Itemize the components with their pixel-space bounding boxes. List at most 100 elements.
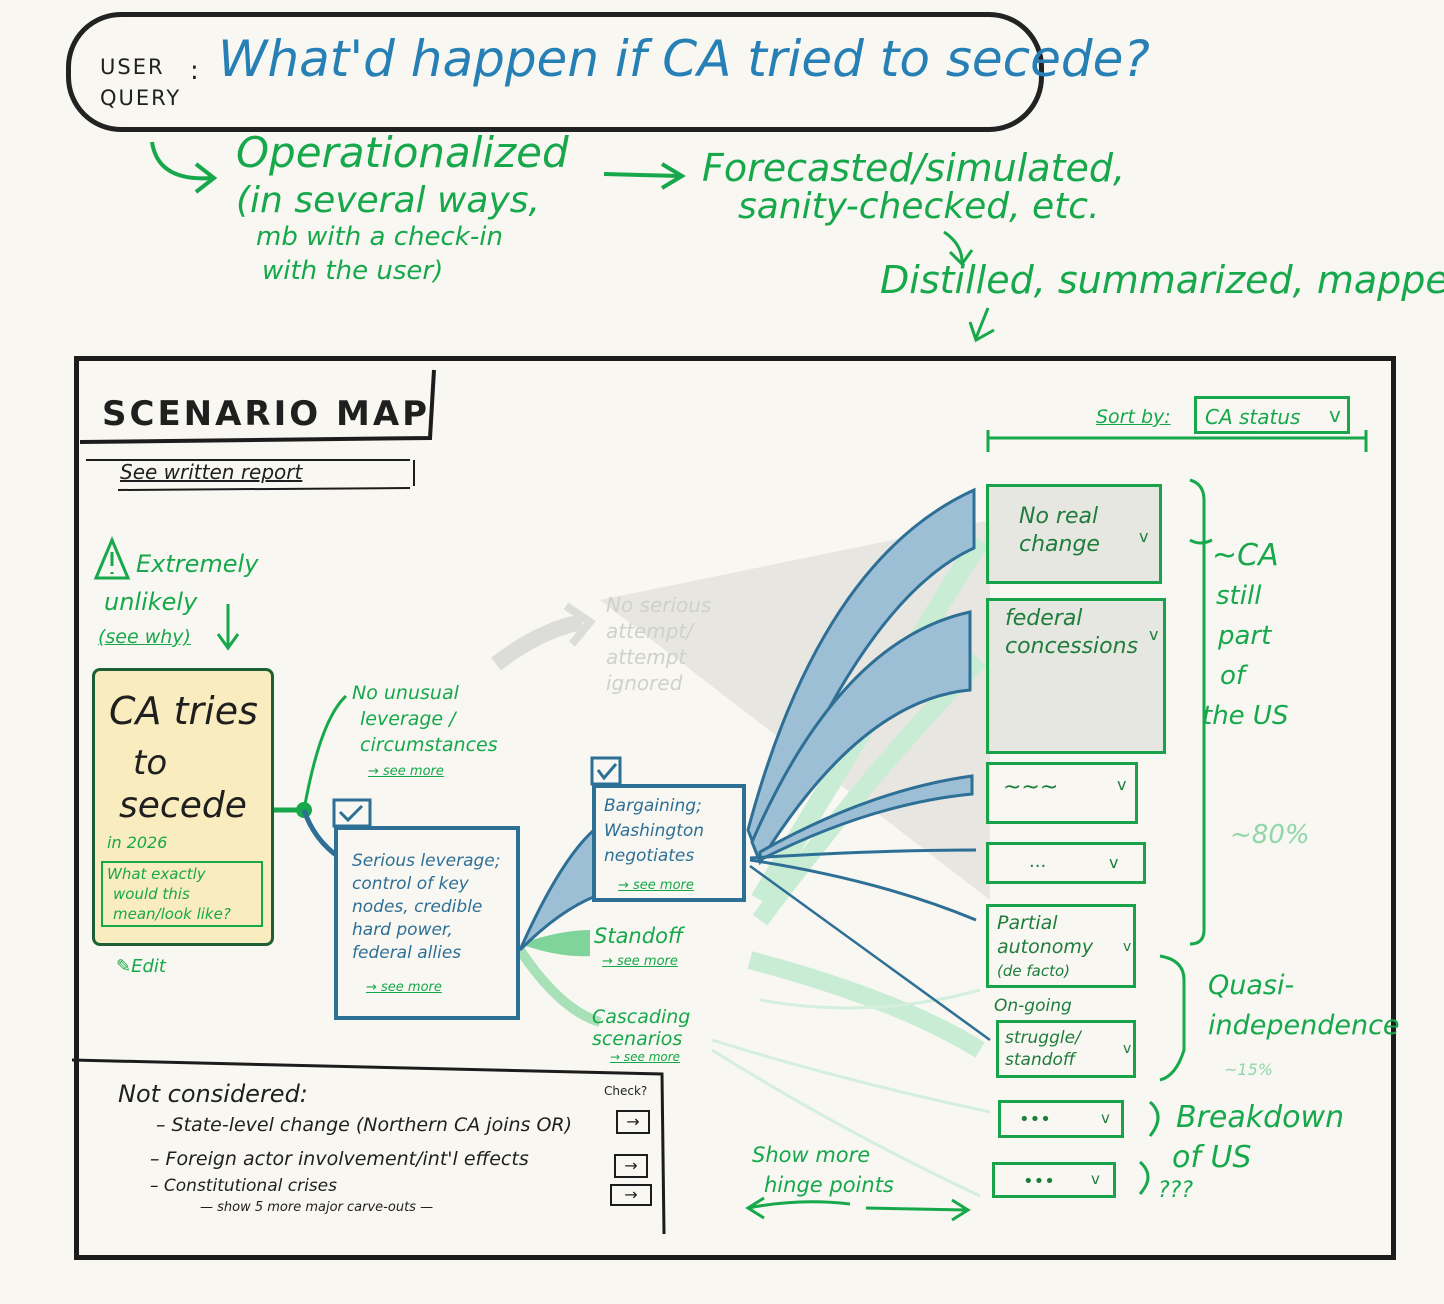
show-more-carve-outs-link[interactable]: — show 5 more major carve-outs — — [200, 1200, 434, 1215]
not-considered-item-1: – State-level change (Northern CA joins … — [156, 1114, 573, 1136]
cascading-branch[interactable]: Cascading scenarios — [592, 1006, 690, 1050]
ghost-line3: attempt — [606, 645, 687, 669]
outcome-8[interactable]: ••• v — [992, 1162, 1116, 1198]
see-why-link[interactable]: (see why) — [98, 626, 191, 648]
serious-see-more[interactable]: → see more — [366, 980, 442, 995]
chevron-down-icon[interactable]: v — [1117, 775, 1127, 794]
ghost-line1: No serious — [606, 593, 712, 617]
outcome-4[interactable]: ... v — [986, 842, 1146, 884]
group-breakdown-line1: Breakdown — [1176, 1100, 1345, 1135]
group-quasi-line1: Quasi- — [1208, 970, 1295, 1001]
flow-light-4 — [711, 1038, 991, 1114]
warning-extremely: Extremely — [136, 550, 259, 578]
ghost-line4: ignored — [606, 671, 683, 695]
bargaining-node[interactable]: Bargaining; Washington negotiates → see … — [592, 784, 746, 902]
group-ca-line2: still — [1216, 581, 1262, 611]
serious-line3: nodes, credible — [352, 897, 483, 917]
flow-bargain-to-o5 — [749, 858, 977, 922]
outcome-2-line2: concessions — [1005, 634, 1139, 659]
arrow-right-icon: → — [624, 1185, 638, 1204]
see-why-arrow — [216, 604, 240, 651]
user-query-label: USER QUERY — [100, 55, 182, 110]
see-written-report-link[interactable]: See written report — [120, 460, 303, 484]
chevron-down-icon[interactable]: v — [1101, 1109, 1110, 1127]
chevron-down-icon[interactable]: v — [1149, 625, 1159, 644]
show-more-line1: Show more — [752, 1143, 871, 1167]
group-breakdown-percentage: ??? — [1158, 1178, 1194, 1203]
show-more-arrow — [747, 1200, 967, 1212]
chevron-down-icon[interactable]: v — [1109, 853, 1119, 872]
root-check-line1: What exactly — [107, 865, 206, 883]
branch-no-leverage-see-more[interactable]: → see more — [368, 764, 444, 779]
serious-line2: control of key — [352, 874, 469, 894]
outcome-7[interactable]: ••• v — [998, 1100, 1124, 1138]
chevron-down-icon[interactable]: v — [1123, 1041, 1132, 1057]
outcome-6-line1: struggle/ — [1005, 1028, 1081, 1048]
chevron-down-icon[interactable]: v — [1123, 939, 1132, 955]
pipeline-arrow-2 — [603, 172, 681, 178]
outcome-2-line1: federal — [1005, 606, 1083, 631]
branch-no-leverage-line3: circumstances — [360, 734, 498, 756]
outcome-no-real-change[interactable]: No real change v — [986, 484, 1162, 584]
outcome-ongoing-struggle[interactable]: struggle/ standoff v — [996, 1020, 1136, 1078]
outcome-3[interactable]: ~~~ v — [986, 762, 1138, 824]
not-considered-item-2: – Foreign actor involvement/int'l effect… — [150, 1148, 529, 1170]
cascading-see-more[interactable]: → see more — [610, 1050, 681, 1064]
root-check-in-box[interactable]: What exactly would this mean/look like? — [101, 861, 263, 927]
show-more-hinge-points-button[interactable]: Show more hinge points — [752, 1140, 894, 1200]
root-check-line2: would this — [113, 885, 190, 903]
arrow-right-icon: → — [624, 1156, 638, 1175]
scenario-map-title: SCENARIO MAP — [102, 394, 431, 434]
serious-checkbox[interactable] — [334, 800, 370, 826]
group-quasi-independence: Quasi- independence — [1208, 966, 1400, 1046]
scenario-map-frame — [74, 356, 1396, 1260]
flow-bargain-to-o2 — [750, 610, 972, 866]
bargain-see-more[interactable]: → see more — [618, 878, 694, 893]
bargain-checkbox[interactable] — [592, 758, 620, 784]
group-quasi-line2: independence — [1208, 1010, 1400, 1041]
root-scenario-card[interactable]: CA tries to secede in 2026 What exactly … — [92, 668, 274, 946]
check-button-3[interactable]: → — [610, 1184, 652, 1206]
pipeline-step-operationalized: Operationalized — [236, 128, 569, 177]
root-title-line3: secede — [119, 785, 247, 826]
chevron-down-icon[interactable]: v — [1091, 1170, 1100, 1188]
sort-by-label: Sort by: — [1096, 406, 1171, 428]
chevron-down-icon[interactable]: v — [1139, 527, 1149, 546]
flow-bargain-to-o4 — [749, 848, 977, 860]
arrow-right-icon: → — [626, 1112, 640, 1131]
group-ca-line4: of — [1220, 661, 1246, 691]
outcome-8-label: ••• — [1023, 1171, 1055, 1192]
outcome-partial-autonomy[interactable]: Partial autonomy (de facto) v — [986, 904, 1136, 988]
group-breakdown-line2: of US — [1172, 1140, 1252, 1175]
serious-leverage-node[interactable]: Serious leverage; control of key nodes, … — [334, 826, 520, 1020]
not-considered-divider — [71, 1058, 666, 1235]
pipeline-step-distilled: Distilled, summarized, mapped — [880, 258, 1444, 302]
serious-line5: federal allies — [352, 943, 462, 963]
group-quasi-percentage: ~15% — [1224, 1060, 1273, 1079]
outcome-3-label: ~~~ — [1003, 775, 1059, 800]
pipeline-arrow-4 — [974, 307, 990, 339]
group-ca-line5: the US — [1202, 701, 1289, 731]
flow-cascading — [515, 947, 602, 1027]
sort-by-dropdown[interactable]: CA status v — [1194, 396, 1350, 434]
standoff-branch[interactable]: Standoff — [594, 924, 684, 948]
pipeline-step-forecasted: Forecasted/simulated, — [702, 146, 1126, 190]
pipeline-arrow-1 — [150, 141, 213, 181]
group-ca-still-us: ~CA still part of the US — [1202, 536, 1288, 736]
edit-link[interactable]: ✎Edit — [116, 956, 166, 977]
user-query-text: What'd happen if CA tried to secede? — [218, 30, 1150, 88]
check-button-1[interactable]: → — [616, 1110, 650, 1134]
outcome-federal-concessions[interactable]: federal concessions v — [986, 598, 1166, 754]
bracket-breakdown-1 — [1148, 1100, 1160, 1137]
outcome-4-label: ... — [1029, 851, 1047, 872]
flow-light-5 — [711, 1048, 981, 1198]
root-title-line1: CA tries — [109, 689, 258, 733]
user-query-colon: : — [190, 56, 199, 86]
sort-by-value: CA status — [1205, 405, 1301, 429]
standoff-see-more[interactable]: → see more — [602, 954, 678, 969]
outcome-7-label: ••• — [1019, 1109, 1051, 1130]
pipeline-step-sanity-checked: sanity-checked, etc. — [738, 186, 1100, 227]
ghost-arrow — [491, 614, 584, 671]
check-button-2[interactable]: → — [614, 1154, 648, 1178]
ghost-outcome[interactable]: No serious attempt/ attempt ignored — [606, 592, 711, 696]
